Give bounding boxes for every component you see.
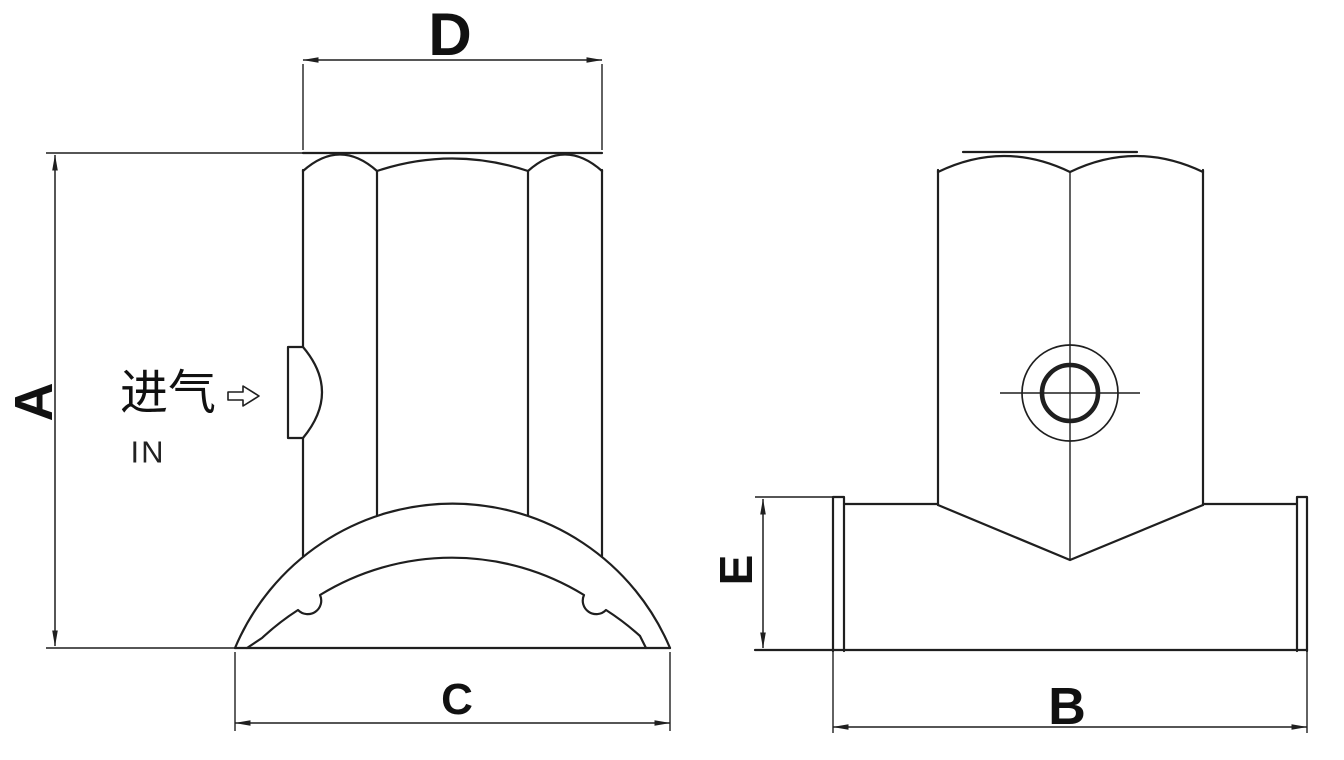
hex-chamfer-arcs bbox=[301, 153, 604, 173]
side-view: E B bbox=[710, 150, 1309, 736]
side-hex-crown-arcs bbox=[936, 154, 1205, 174]
body-edges bbox=[301, 168, 604, 558]
dim-label-a: A bbox=[4, 383, 64, 422]
dim-label-d: D bbox=[428, 1, 471, 68]
side-body-edges bbox=[936, 168, 1205, 507]
extension-lines-b bbox=[832, 651, 1308, 733]
extension-lines-c bbox=[234, 652, 671, 731]
dim-label-e: E bbox=[710, 555, 762, 586]
pipe-right-end-sleeve bbox=[1295, 495, 1309, 653]
right-arrow-icon bbox=[227, 385, 260, 407]
inlet-label-cn: 进气 bbox=[120, 365, 216, 421]
saddle-outer-arc bbox=[233, 502, 672, 650]
saddle-inner-arc bbox=[245, 556, 648, 650]
dim-label-b: B bbox=[1048, 678, 1086, 736]
pipe-left-end-sleeve bbox=[831, 495, 846, 653]
inlet-label-en: IN bbox=[131, 435, 166, 470]
extension-lines-d bbox=[302, 64, 603, 150]
inlet-boss-outline bbox=[286, 345, 323, 440]
front-view: A D C 进气 IN bbox=[4, 1, 672, 731]
dim-label-c: C bbox=[441, 675, 473, 724]
body-to-pipe-diagonals bbox=[936, 503, 1205, 562]
